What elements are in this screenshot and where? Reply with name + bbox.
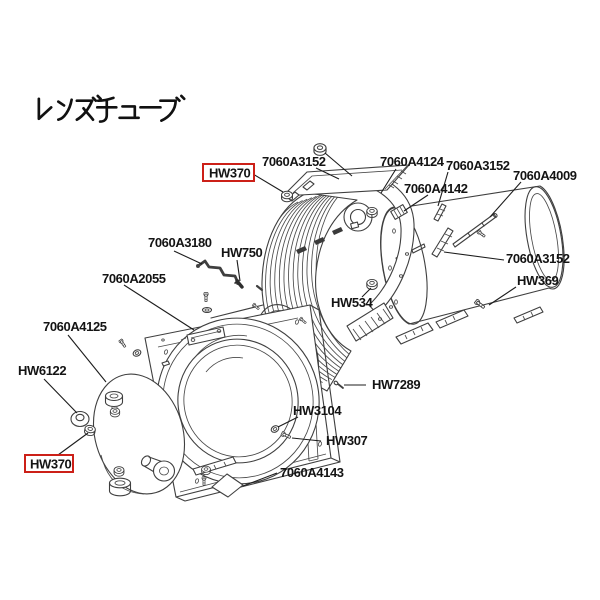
part-label-7060A4142: 7060A4142 <box>404 181 468 196</box>
part-label-hw750: HW750 <box>221 245 263 260</box>
front-frame <box>144 304 341 502</box>
lens-tube-body <box>380 185 565 325</box>
highlight-box-hw370-bottom <box>24 454 74 473</box>
page-title-glyphs <box>37 94 186 123</box>
part-label-hw370-top: HW370 <box>209 166 251 181</box>
leader-lines <box>43 152 522 487</box>
part-labels: 7060A3152 7060A4124 7060A3152 7060A4009 … <box>18 154 577 480</box>
part-label-7060A2055: 7060A2055 <box>102 271 166 286</box>
part-label-7060A3152-top: 7060A3152 <box>262 154 326 169</box>
part-label-hw534: HW534 <box>331 295 374 310</box>
part-label-hw7289: HW7289 <box>372 377 420 392</box>
clamp-band <box>346 168 415 342</box>
part-label-hw369: HW369 <box>517 273 559 288</box>
part-label-7060A4009: 7060A4009 <box>513 168 577 183</box>
fasteners <box>70 143 487 498</box>
part-label-hw370-bottom: HW370 <box>30 457 72 472</box>
part-label-7060A3152-right: 7060A3152 <box>506 251 570 266</box>
part-label-7060A4125: 7060A4125 <box>43 319 107 334</box>
part-label-hw6122: HW6122 <box>18 363 66 378</box>
part-label-7060A4124: 7060A4124 <box>380 154 445 169</box>
part-label-7060A3152-upper-right: 7060A3152 <box>446 158 510 173</box>
guide-rod <box>452 212 498 248</box>
part-label-hw3104: HW3104 <box>293 403 342 418</box>
mounting-rails <box>395 306 544 345</box>
cover-disc <box>92 373 186 497</box>
part-label-7060A3180: 7060A3180 <box>148 235 212 250</box>
part-label-7060A4143: 7060A4143 <box>280 465 344 480</box>
highlight-box-hw370-top <box>202 163 255 182</box>
part-label-hw307: HW307 <box>326 433 368 448</box>
